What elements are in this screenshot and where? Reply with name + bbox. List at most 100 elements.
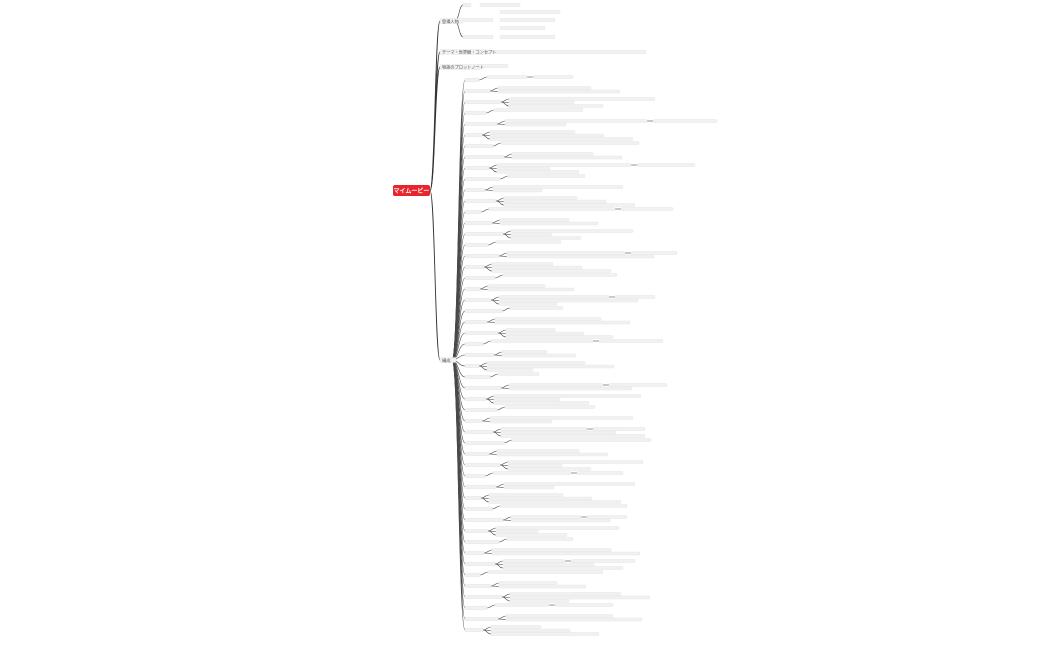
mindmap-node[interactable] [494, 317, 602, 321]
mindmap-node[interactable] [489, 137, 634, 141]
mindmap-node[interactable] [464, 231, 504, 236]
mindmap-node[interactable] [498, 298, 639, 303]
mindmap-node[interactable] [510, 229, 634, 233]
mindmap-node[interactable] [464, 187, 486, 192]
mindmap-node[interactable] [464, 518, 504, 523]
mindmap-node[interactable] [504, 119, 648, 123]
mindmap-node[interactable] [464, 419, 483, 424]
mindmap-node[interactable] [464, 496, 482, 501]
mindmap-node[interactable] [499, 35, 556, 40]
mindmap-node[interactable] [464, 353, 495, 358]
mindmap-node[interactable] [501, 353, 577, 358]
branch-label[interactable]: テーマ・世界観・コンセプト [442, 49, 496, 56]
mindmap-node[interactable] [509, 595, 651, 600]
mindmap-node[interactable] [464, 220, 493, 225]
mindmap-node[interactable] [464, 540, 500, 545]
mindmap-node[interactable] [487, 287, 575, 292]
mindmap-node[interactable] [464, 165, 490, 170]
mindmap-node[interactable] [489, 130, 576, 134]
mindmap-node[interactable] [506, 254, 655, 259]
mindmap-node[interactable] [652, 119, 718, 123]
mindmap-node[interactable] [486, 368, 534, 372]
mindmap-node[interactable] [499, 18, 556, 23]
mindmap-node[interactable] [496, 449, 580, 453]
mindmap-node[interactable] [505, 328, 556, 332]
mindmap-node[interactable] [532, 75, 574, 79]
mindmap-node[interactable] [493, 401, 590, 405]
mindmap-node[interactable] [491, 265, 583, 270]
mindmap-node[interactable] [464, 595, 503, 600]
mindmap-node[interactable] [464, 617, 499, 622]
mindmap-node[interactable] [508, 104, 604, 108]
mindmap-node[interactable] [486, 75, 528, 79]
mindmap-node[interactable] [509, 306, 564, 310]
mindmap-node[interactable] [495, 240, 562, 244]
mindmap-node[interactable] [507, 467, 592, 471]
mindmap-node[interactable] [504, 122, 567, 127]
mindmap-node[interactable] [496, 170, 580, 174]
mindmap-node[interactable] [464, 176, 501, 181]
mindmap-node[interactable] [570, 559, 636, 563]
mindmap-node[interactable] [485, 50, 647, 55]
mindmap-node[interactable] [508, 386, 633, 391]
mindmap-node[interactable] [498, 295, 610, 299]
mindmap-node[interactable] [499, 218, 570, 222]
mindmap-node[interactable] [511, 155, 623, 160]
mindmap-node[interactable] [462, 35, 494, 40]
mindmap-node[interactable] [464, 110, 487, 115]
mindmap-node[interactable] [500, 427, 588, 431]
mindmap-node[interactable] [464, 628, 484, 633]
mindmap-node[interactable] [508, 97, 656, 101]
mindmap-node[interactable] [509, 599, 570, 603]
mindmap-node[interactable] [496, 452, 609, 457]
mindmap-node[interactable] [576, 471, 624, 475]
mindmap-node[interactable] [586, 515, 628, 519]
mindmap-node[interactable] [493, 108, 584, 112]
mindmap-node[interactable] [492, 188, 543, 193]
root-node[interactable]: マイムービー [393, 185, 430, 196]
mindmap-node[interactable] [464, 121, 498, 126]
mindmap-node[interactable] [464, 364, 480, 369]
mindmap-node[interactable] [502, 273, 618, 277]
mindmap-node[interactable] [464, 88, 491, 93]
mindmap-node[interactable] [464, 320, 488, 325]
mindmap-node[interactable] [486, 361, 586, 365]
mindmap-node[interactable] [495, 526, 620, 530]
mindmap-node[interactable] [486, 364, 615, 369]
mindmap-node[interactable] [464, 584, 492, 589]
branch-label[interactable]: 物語のプロットノート [442, 64, 484, 71]
mindmap-node[interactable] [487, 570, 604, 574]
mindmap-node[interactable] [501, 350, 548, 354]
mindmap-node[interactable] [489, 416, 634, 420]
mindmap-node[interactable] [494, 320, 631, 325]
mindmap-node[interactable] [462, 18, 494, 23]
mindmap-node[interactable] [489, 419, 553, 424]
mindmap-node[interactable] [503, 482, 636, 486]
mindmap-node[interactable] [507, 460, 644, 464]
mindmap-node[interactable] [464, 309, 503, 314]
mindmap-node[interactable] [510, 232, 553, 237]
mindmap-node[interactable] [464, 529, 489, 534]
mindmap-node[interactable] [464, 298, 492, 303]
mindmap-node[interactable] [492, 185, 624, 189]
mindmap-node[interactable] [510, 515, 582, 519]
branch-label[interactable]: 構成 [442, 357, 450, 364]
mindmap-node[interactable] [464, 474, 486, 479]
mindmap-node[interactable] [497, 372, 540, 376]
mindmap-node[interactable] [505, 331, 585, 336]
mindmap-node[interactable] [462, 3, 472, 7]
mindmap-node[interactable] [505, 617, 643, 622]
mindmap-node[interactable] [491, 262, 554, 266]
mindmap-node[interactable] [497, 86, 592, 90]
mindmap-node[interactable] [464, 485, 497, 490]
mindmap-node[interactable] [495, 533, 568, 537]
mindmap-node[interactable] [496, 163, 632, 167]
mindmap-node[interactable] [490, 625, 542, 629]
mindmap-node[interactable] [608, 383, 668, 387]
mindmap-node[interactable] [636, 163, 696, 167]
mindmap-node[interactable] [499, 26, 546, 31]
mindmap-node[interactable] [498, 584, 587, 589]
mindmap-node[interactable] [500, 430, 617, 435]
mindmap-node[interactable] [464, 154, 505, 159]
mindmap-node[interactable] [487, 284, 546, 288]
